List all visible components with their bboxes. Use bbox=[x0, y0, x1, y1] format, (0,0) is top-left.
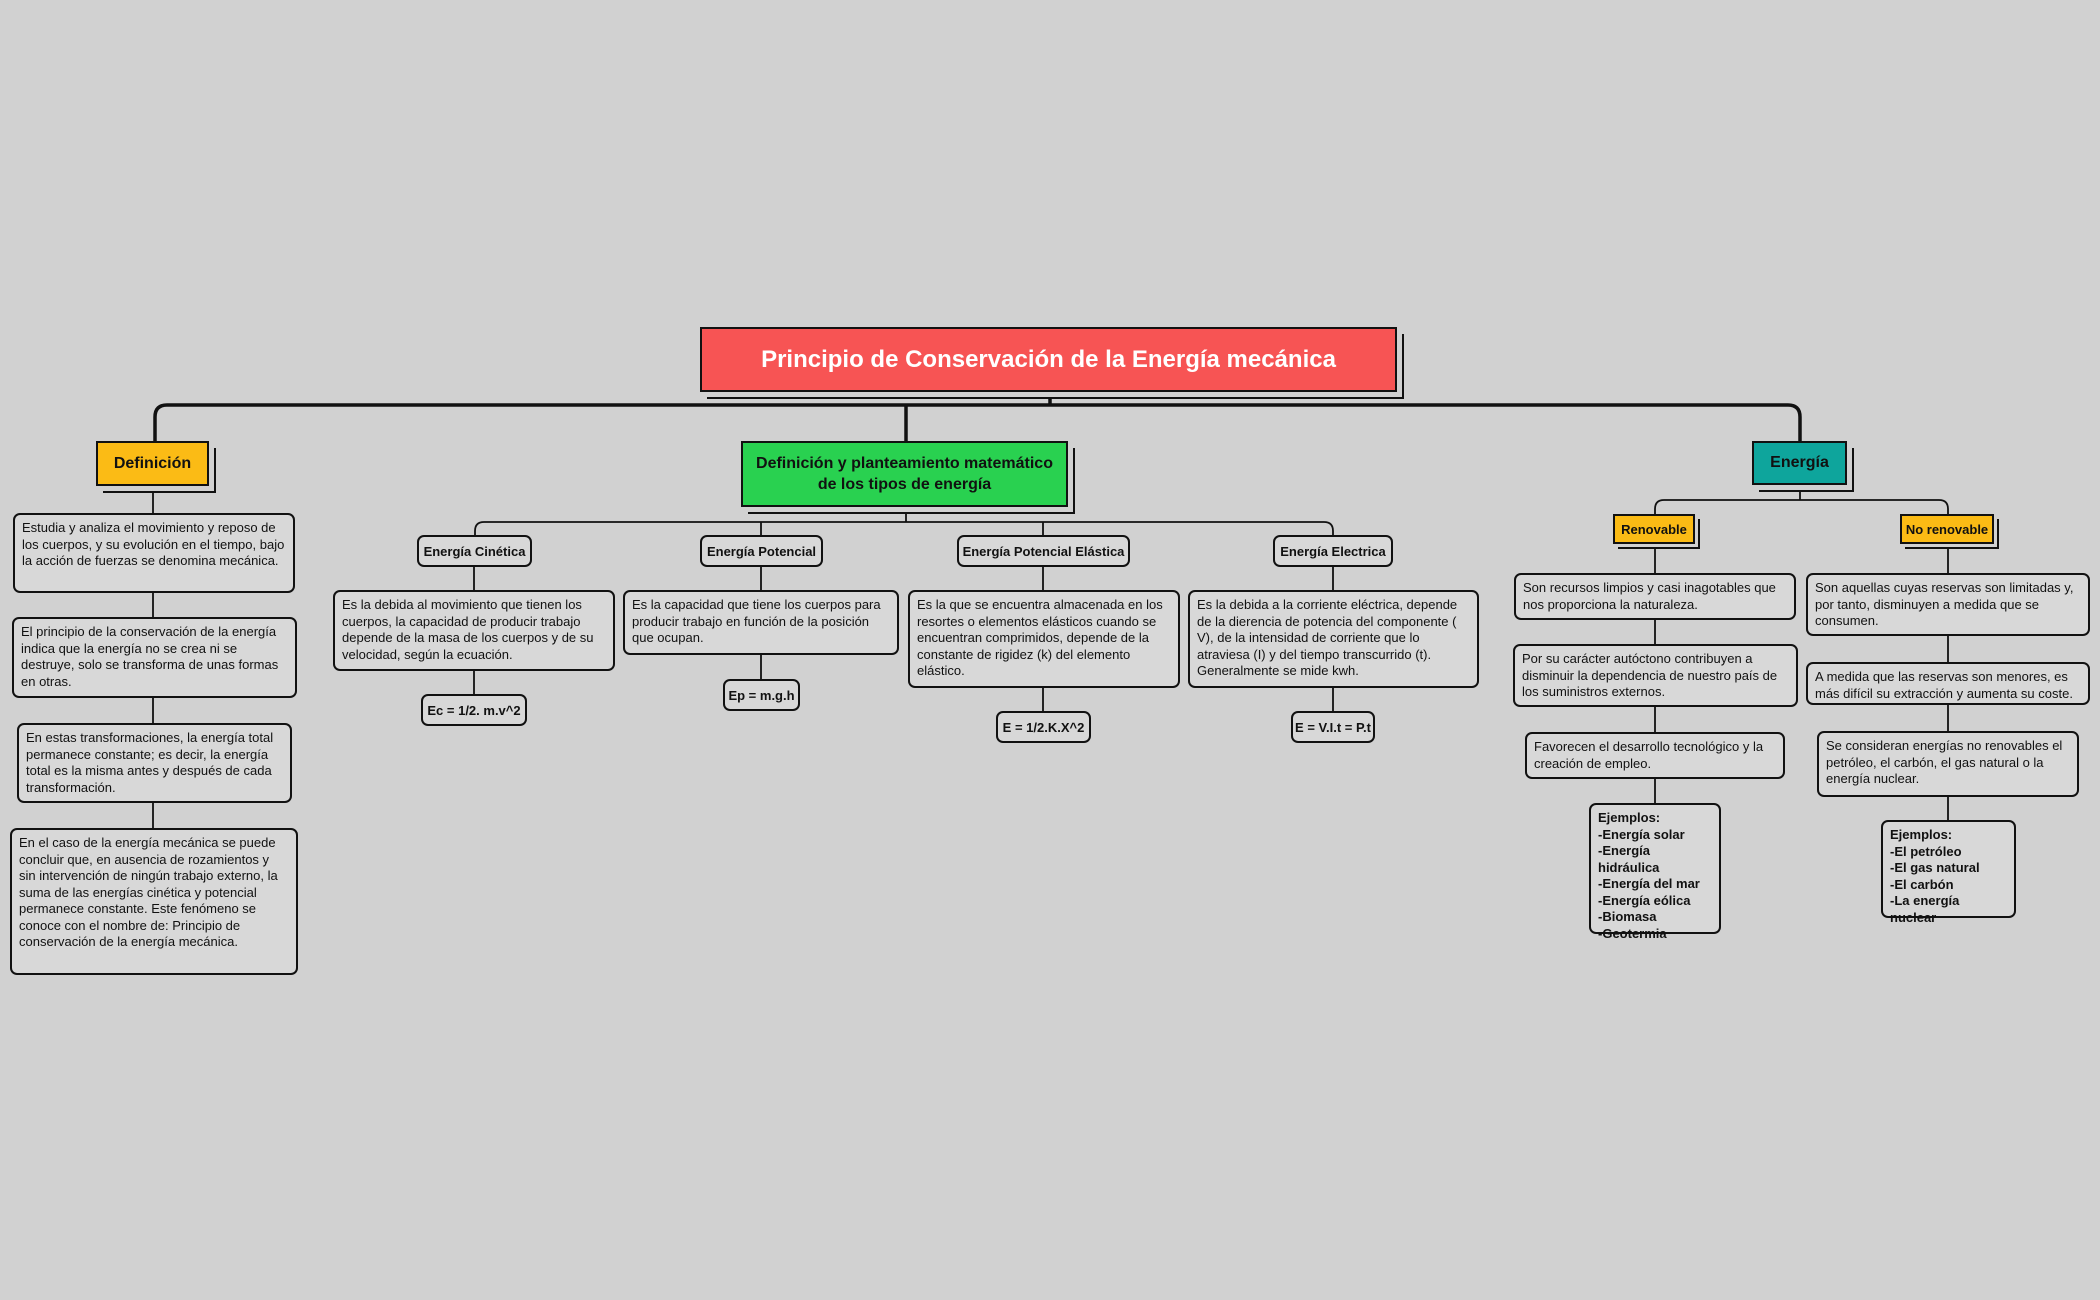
definicion-header: Definición bbox=[96, 441, 209, 486]
formula-potencial: Ep = m.g.h bbox=[723, 679, 800, 711]
renovable-item-3: Favorecen el desarrollo tecnológico y la… bbox=[1525, 732, 1785, 779]
renovable-examples: Ejemplos: -Energía solar -Energía hidráu… bbox=[1589, 803, 1721, 941]
renovable-item-1: Son recursos limpios y casi inagotables … bbox=[1514, 573, 1796, 620]
definicion-header-text: Definición bbox=[113, 454, 192, 472]
matematico-header: Definición y planteamiento matemático de… bbox=[741, 441, 1068, 507]
tipo-elastica-label: Energía Potencial Elástica bbox=[957, 535, 1130, 567]
definicion-item-1: Estudia y analiza el movimiento y reposo… bbox=[13, 513, 295, 593]
main-title-text: Principio de Conservación de la Energía … bbox=[761, 345, 1336, 373]
definicion-item-3: En estas transformaciones, la energía to… bbox=[17, 723, 292, 803]
tipo-cinetica-label: Energía Cinética bbox=[417, 535, 532, 567]
definicion-item-4: En el caso de la energía mecánica se pue… bbox=[10, 828, 298, 975]
energia-header-text: Energía bbox=[1770, 454, 1829, 471]
tipo-potencial-description: Es la capacidad que tiene los cuerpos pa… bbox=[623, 590, 899, 655]
renovable-header-text: Renovable bbox=[1621, 521, 1687, 537]
formula-electrica: E = V.I.t = P.t bbox=[1291, 711, 1375, 743]
tipo-electrica-label: Energía Electrica bbox=[1273, 535, 1393, 567]
formula-cinetica: Ec = 1/2. m.v^2 bbox=[421, 694, 527, 726]
no-renovable-examples: Ejemplos: -El petróleo -El gas natural -… bbox=[1881, 820, 2016, 925]
no-renovable-header-text: No renovable bbox=[1905, 521, 1989, 537]
no-renovable-item-2: A medida que las reservas son menores, e… bbox=[1806, 662, 2090, 705]
matematico-header-text: Definición y planteamiento matemático de… bbox=[756, 455, 1053, 493]
energia-header: Energía bbox=[1752, 441, 1847, 485]
no-renovable-item-1: Son aquellas cuyas reservas son limitada… bbox=[1806, 573, 2090, 636]
tipo-electrica-description: Es la debida a la corriente eléctrica, d… bbox=[1188, 590, 1479, 688]
renovable-item-2: Por su carácter autóctono contribuyen a … bbox=[1513, 644, 1798, 707]
tipo-potencial-label: Energía Potencial bbox=[700, 535, 823, 567]
renovable-header: Renovable bbox=[1613, 514, 1695, 544]
main-title: Principio de Conservación de la Energía … bbox=[700, 327, 1397, 392]
no-renovable-header: No renovable bbox=[1900, 514, 1994, 544]
tipo-elastica-description: Es la que se encuentra almacenada en los… bbox=[908, 590, 1180, 688]
no-renovable-item-3: Se consideran energías no renovables el … bbox=[1817, 731, 2079, 797]
tipo-cinetica-description: Es la debida al movimiento que tienen lo… bbox=[333, 590, 615, 671]
definicion-item-2: El principio de la conservación de la en… bbox=[12, 617, 297, 698]
formula-elastica: E = 1/2.K.X^2 bbox=[996, 711, 1091, 743]
